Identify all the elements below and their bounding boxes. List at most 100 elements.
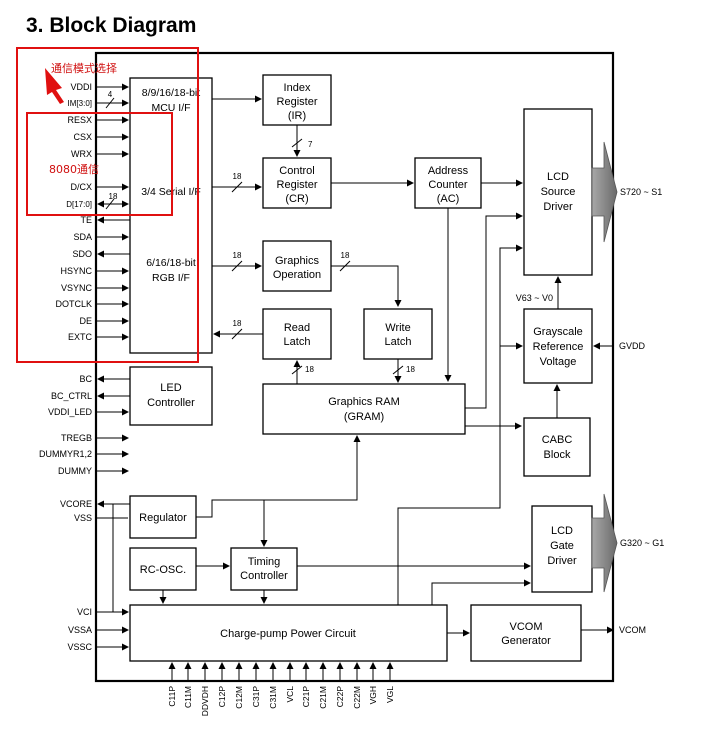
timing-controller-label-1: Timing xyxy=(248,556,281,568)
pin-vcom: VCOM xyxy=(619,625,646,635)
mcu-if-label-1: 8/9/16/18-bit xyxy=(142,87,200,99)
pin-vssa: VSSA xyxy=(68,625,92,635)
red-highlight-box-inner xyxy=(26,112,173,216)
charge-pump-label: Charge-pump Power Circuit xyxy=(220,628,356,640)
im-bus-width: 4 xyxy=(108,90,113,99)
gram-label-1: Graphics RAM xyxy=(328,396,400,408)
grayscale-reference-block xyxy=(523,308,593,384)
gate-driver-label-3: Driver xyxy=(547,555,577,567)
led-controller-label-1: LED xyxy=(160,382,181,394)
pin-c31p: C31P xyxy=(251,686,261,708)
vcom-generator-block xyxy=(470,604,582,662)
pin-c21m: C21M xyxy=(318,686,328,709)
data-bus-width: 18 xyxy=(109,192,118,201)
gram-read-bus-width: 18 xyxy=(305,365,314,374)
pin-c12p: C12P xyxy=(217,686,227,708)
pin-c12m: C12M xyxy=(234,686,244,709)
interface-output-wires xyxy=(97,216,130,258)
pin-dummy: DUMMY xyxy=(58,466,92,476)
gram-write-bus-slash xyxy=(392,365,404,375)
cr-bus-width: 18 xyxy=(233,172,242,181)
address-counter-label-3: (AC) xyxy=(437,193,460,205)
pin-dotclk: DOTCLK xyxy=(55,299,92,309)
vcom-generator-label-2: Generator xyxy=(501,635,551,647)
pin-vssc: VSSC xyxy=(67,642,92,652)
rgb-if-label-1: 6/16/18-bit xyxy=(146,257,196,269)
grayscale-label-1: Grayscale xyxy=(533,326,583,338)
led-controller-block xyxy=(129,366,213,426)
graphics-operation-label-2: Operation xyxy=(273,269,321,281)
pin-csx: CSX xyxy=(73,132,92,142)
control-register-label-2: Register xyxy=(277,179,318,191)
pin-vddi-led: VDDI_LED xyxy=(48,407,93,417)
gate-output-bus-arrow xyxy=(591,493,618,593)
pin-c21p: C21P xyxy=(301,686,311,708)
pin-vcl: VCL xyxy=(285,686,295,703)
source-driver-label-2: Source xyxy=(541,186,576,198)
gop-to-write-latch-wire xyxy=(331,265,402,307)
pin-sdo: SDO xyxy=(72,249,92,259)
source-driver-label-1: LCD xyxy=(547,171,569,183)
cabc-label-2: Block xyxy=(544,449,571,461)
ir-bus-slash xyxy=(291,138,303,148)
pin-c31m: C31M xyxy=(268,686,278,709)
pin-data-bus: D[17:0] xyxy=(66,200,92,209)
pin-c11m: C11M xyxy=(183,686,193,708)
grayscale-label-2: Reference xyxy=(533,341,584,353)
pin-bc-ctrl: BC_CTRL xyxy=(51,391,92,401)
graphics-operation-block xyxy=(262,240,332,292)
gate-driver-label-2: Gate xyxy=(550,540,574,552)
timing-controller-block xyxy=(230,547,298,591)
pin-vgl: VGL xyxy=(385,686,395,703)
read-latch-label-1: Read xyxy=(284,322,310,334)
gop-out-bus-slash xyxy=(339,260,351,272)
led-controller-label-2: Controller xyxy=(147,397,195,409)
pin-de: DE xyxy=(79,316,92,326)
grayscale-label-3: Voltage xyxy=(540,356,577,368)
pin-vss: VSS xyxy=(74,513,92,523)
test-pin-wires xyxy=(96,434,129,475)
pin-gvdd: GVDD xyxy=(619,341,646,351)
im-bus-slash xyxy=(105,97,115,109)
pin-vci: VCI xyxy=(77,607,92,617)
gram-block xyxy=(262,383,466,435)
read-latch-bus-width: 18 xyxy=(233,319,242,328)
pin-vgh: VGH xyxy=(368,686,378,704)
pin-im: IM[3:0] xyxy=(68,99,92,108)
chip-boundary xyxy=(94,51,615,683)
pin-vcore: VCORE xyxy=(60,499,92,509)
pin-vddi: VDDI xyxy=(70,82,92,92)
gop-in-bus-slash xyxy=(231,260,243,272)
address-counter-label-1: Address xyxy=(428,165,469,177)
write-latch-block xyxy=(363,308,433,360)
pin-te: TE xyxy=(80,215,92,225)
gram-write-bus-width: 18 xyxy=(406,365,415,374)
pin-c22m: C22M xyxy=(352,686,362,709)
pin-dummyr: DUMMYR1,2 xyxy=(39,449,92,459)
pin-extc: EXTC xyxy=(68,332,93,342)
pin-sda: SDA xyxy=(73,232,92,242)
pump-to-gate-wire xyxy=(431,579,531,605)
index-register-label-1: Index xyxy=(284,82,311,94)
pin-hsync: HSYNC xyxy=(60,266,92,276)
annotation-8080: 8080通信 xyxy=(49,163,99,176)
pin-c22p: C22P xyxy=(335,686,345,708)
control-register-block xyxy=(262,157,332,209)
cr-bus-slash xyxy=(231,181,243,193)
annotation-mode-select: 通信模式选择 xyxy=(51,61,117,75)
write-latch-label-1: Write xyxy=(385,322,410,334)
bottom-pin-wires xyxy=(168,662,394,681)
pin-dcx: D/CX xyxy=(70,182,92,192)
gram-label-2: (GRAM) xyxy=(344,411,384,423)
control-register-label-1: Control xyxy=(279,165,314,177)
v63-v0-label: V63 ~ V0 xyxy=(516,293,553,303)
pin-vsync: VSYNC xyxy=(61,283,93,293)
read-latch-bus-slash xyxy=(231,328,243,340)
pin-c11p: C11P xyxy=(167,686,177,707)
pin-tregb: TREGB xyxy=(61,433,92,443)
vci-trunk-wire xyxy=(96,504,114,613)
regulator-label: Regulator xyxy=(139,512,187,524)
red-cursor-arrow-icon xyxy=(45,68,64,104)
pin-bc: BC xyxy=(79,374,92,384)
address-counter-label-2: Counter xyxy=(428,179,467,191)
